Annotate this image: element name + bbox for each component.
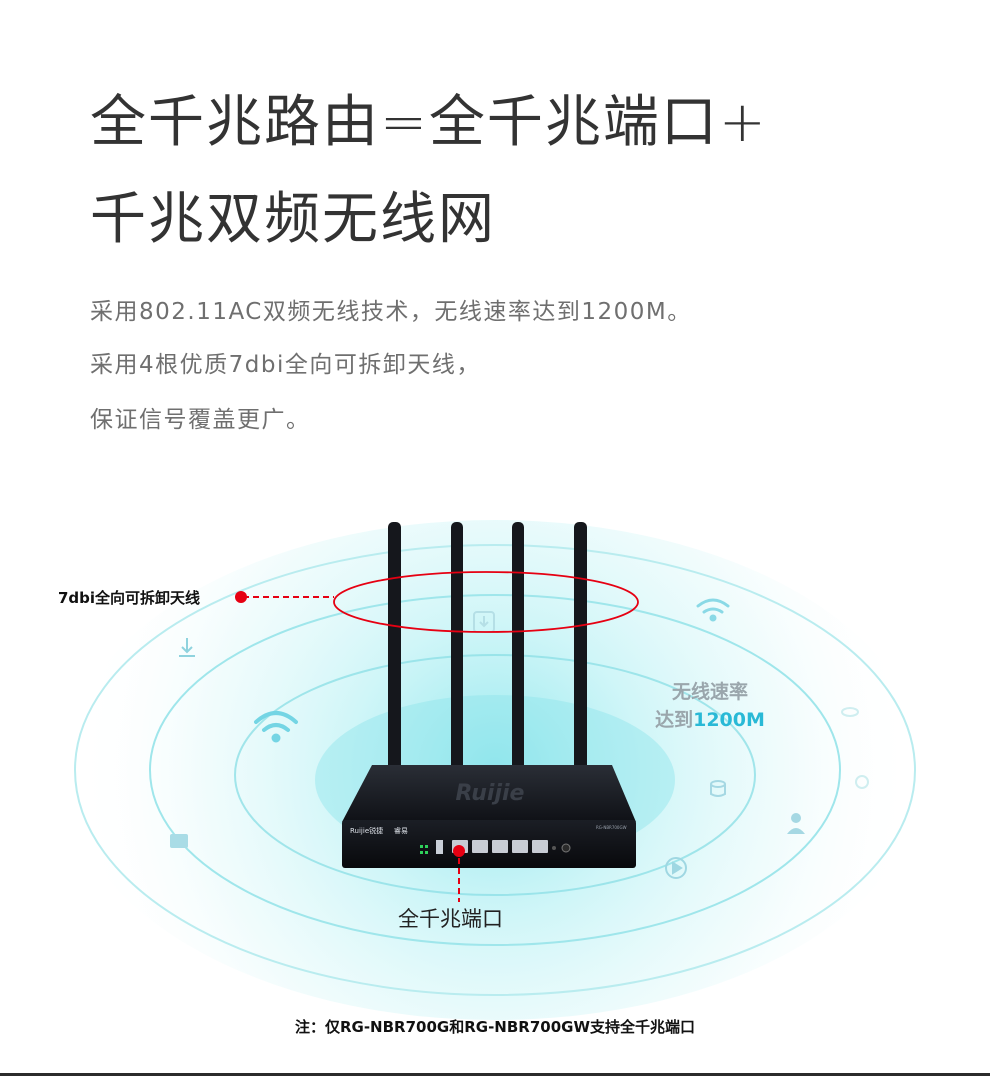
port-callout-dot	[453, 845, 465, 857]
router-icon	[170, 834, 188, 848]
antenna	[388, 522, 401, 770]
user-icon	[787, 813, 805, 834]
bottom-divider	[0, 1073, 990, 1076]
antenna-callout-dot	[235, 591, 247, 603]
wifi-icon	[696, 598, 730, 622]
ethernet-ports	[452, 840, 548, 853]
power-jack	[561, 843, 571, 853]
description-line-1: 采用802.11AC双频无线技术，无线速率达到1200M。	[90, 299, 692, 325]
panel-brand: Ruijie锐捷	[350, 826, 383, 835]
signal-ring-inner	[234, 654, 756, 896]
speed-label: 无线速率 达到1200M	[650, 678, 770, 734]
panel-sub-brand: 睿易	[394, 826, 408, 835]
usb-port	[436, 840, 443, 854]
antenna	[512, 522, 524, 770]
port-label: 全千兆端口	[398, 907, 503, 931]
reset-button	[552, 846, 556, 850]
orbit-dot	[841, 707, 859, 717]
orbit-dot	[855, 775, 869, 789]
panel-model: RG-NBR700GW	[596, 825, 627, 830]
router-front-panel	[342, 820, 636, 868]
description-line-3: 保证信号覆盖更广。	[90, 407, 311, 433]
speed-label-value: 1200M	[693, 709, 765, 731]
router-top	[342, 765, 636, 822]
headline-line-1: 全千兆路由=全千兆端口+	[90, 90, 768, 155]
play-icon	[665, 857, 687, 879]
speed-label-line-1: 无线速率	[671, 681, 748, 703]
database-icon	[710, 780, 726, 797]
wifi-icon	[254, 711, 298, 743]
antenna	[451, 522, 463, 770]
router-brand-emboss: Ruijie	[456, 781, 525, 806]
router-illustration: Ruijie Ruijie锐捷 睿易 RG-NBR700GW	[65, 520, 925, 1020]
footnote: 注：仅RG-NBR700G和RG-NBR700GW支持全千兆端口	[294, 1018, 696, 1036]
antenna-label: 7dbi全向可拆卸天线	[58, 589, 201, 607]
description-line-2: 采用4根优质7dbi全向可拆卸天线，	[90, 352, 481, 378]
antenna-highlight-ring	[333, 571, 639, 633]
speed-label-line-2: 达到1200M	[650, 706, 770, 734]
signal-ring-mid	[149, 594, 841, 946]
download-icon	[179, 638, 195, 657]
status-leds	[420, 845, 428, 854]
speed-label-prefix: 达到	[655, 709, 694, 731]
antenna	[574, 522, 587, 770]
headline-line-2: 千兆双频无线网	[90, 187, 496, 252]
signal-ring-outer	[74, 544, 916, 996]
antennas	[388, 522, 587, 770]
